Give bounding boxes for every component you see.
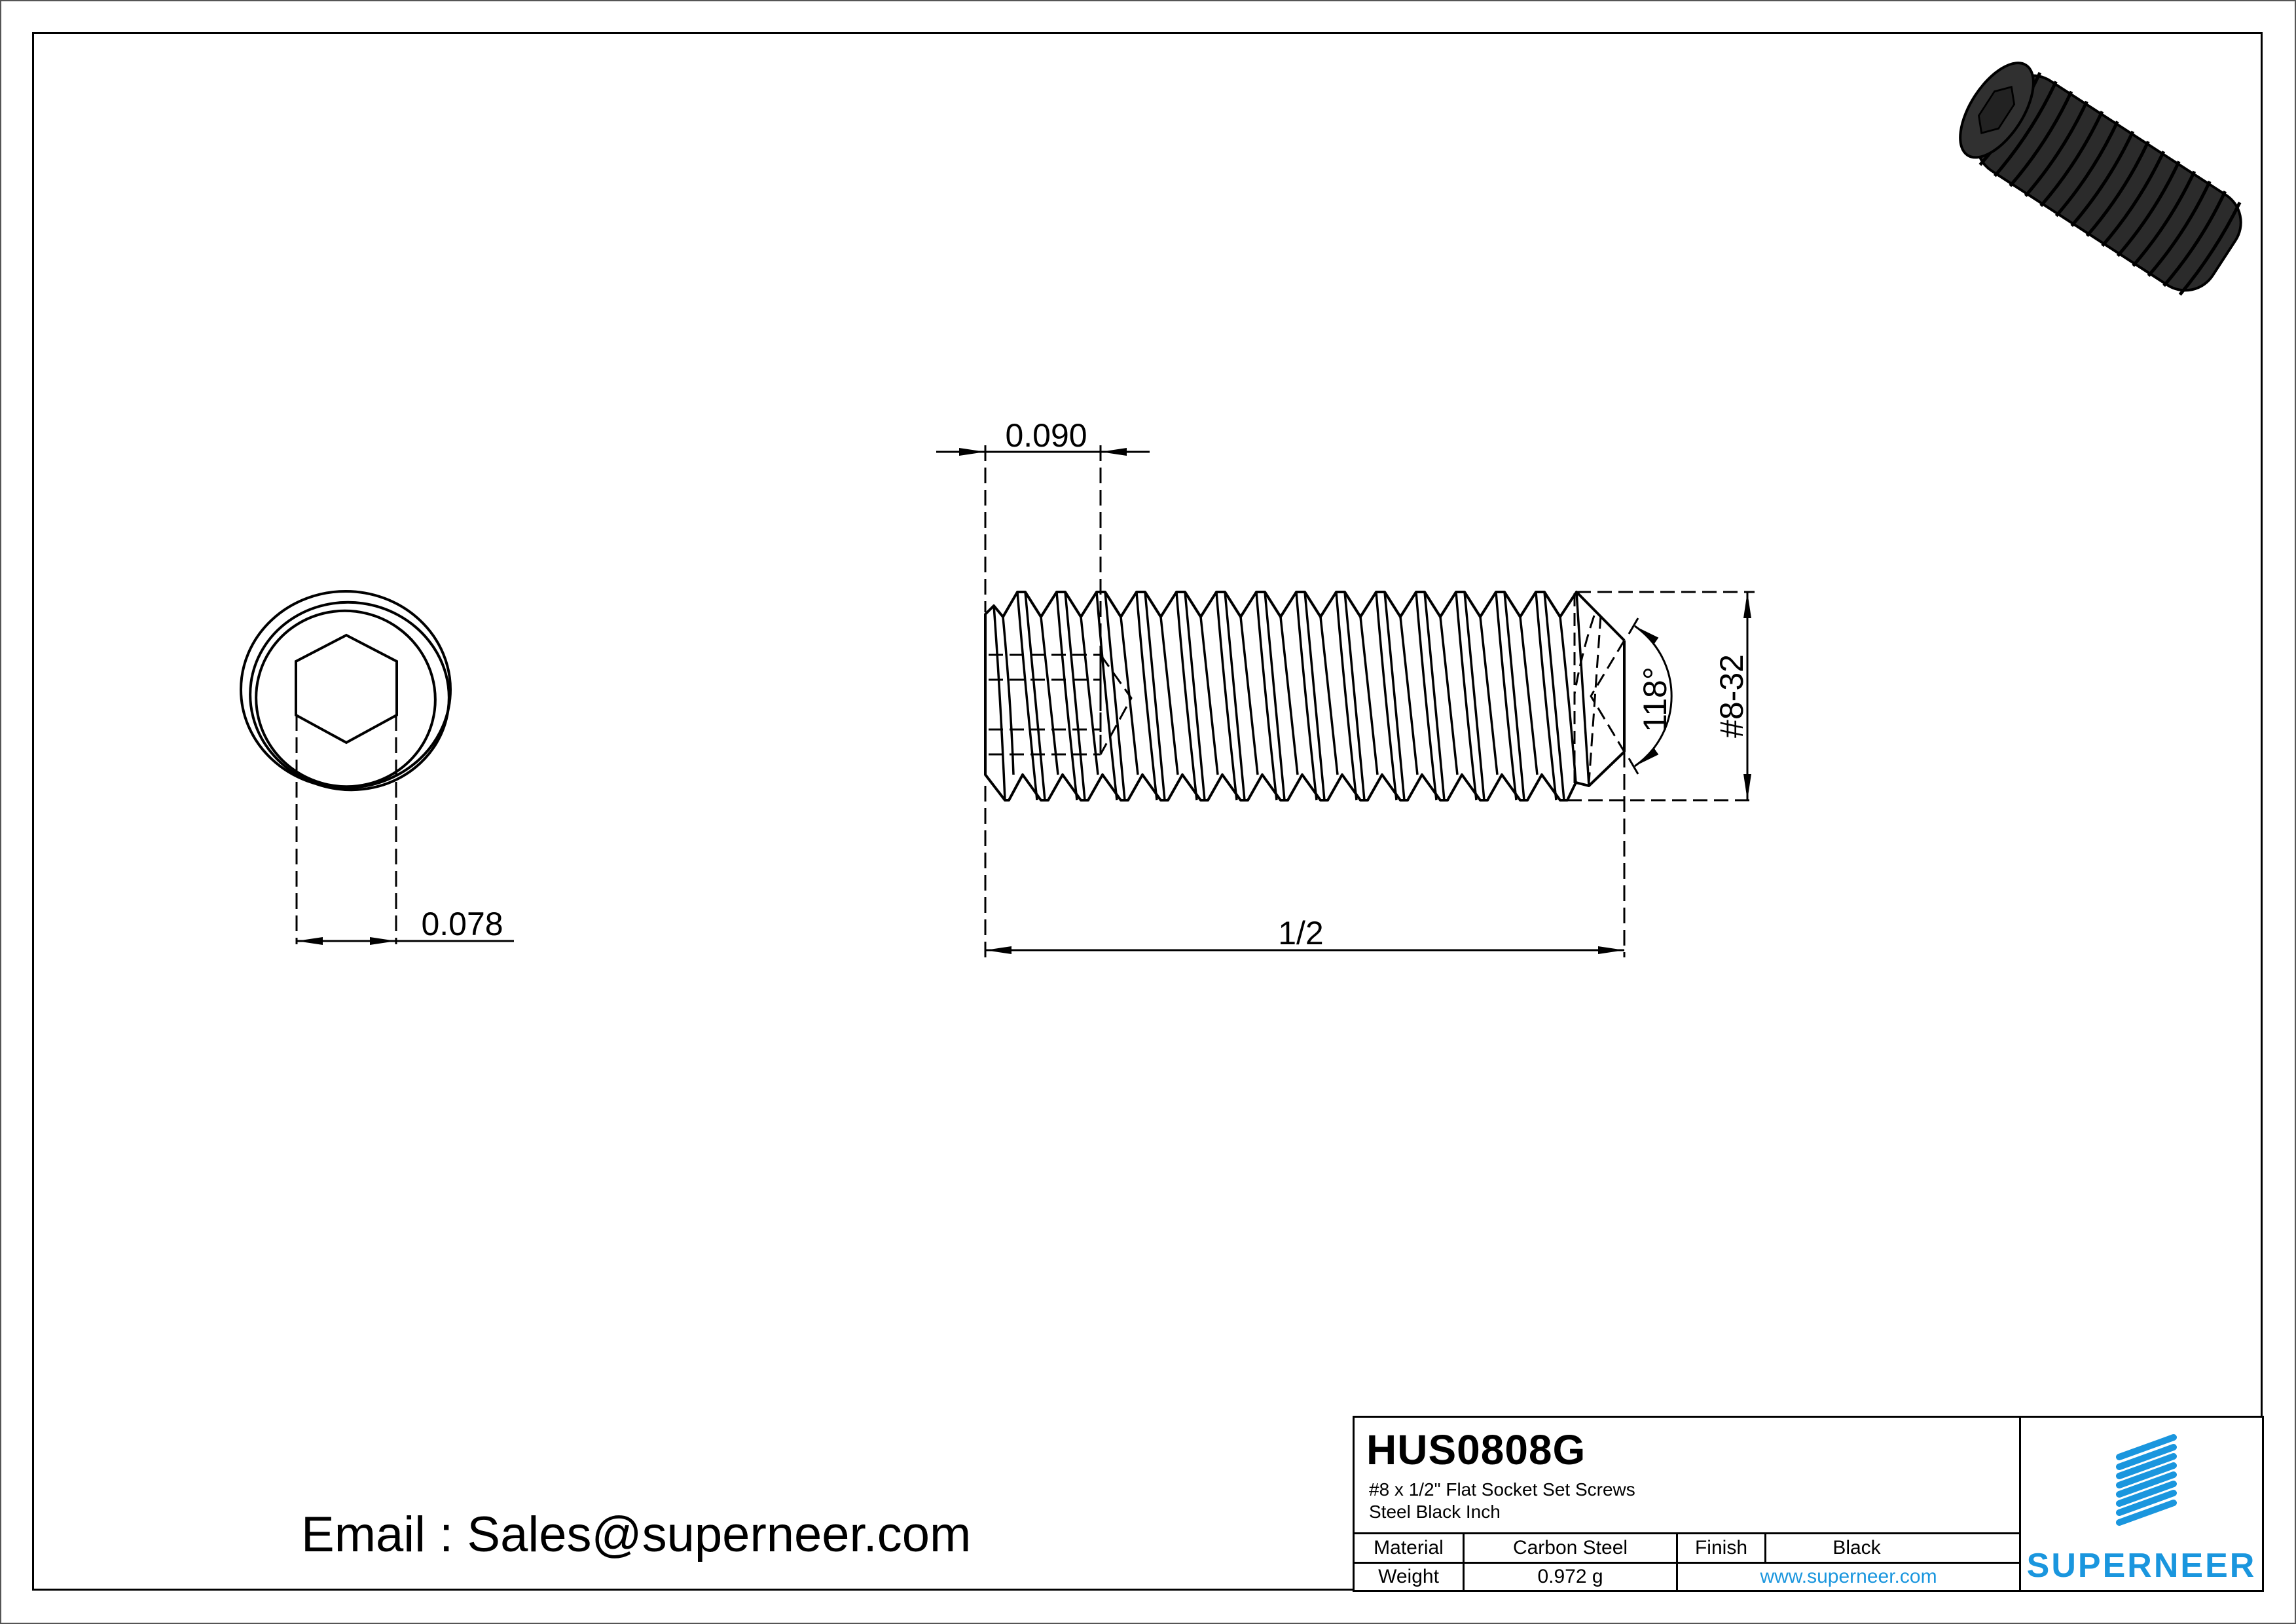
material-finish-row: Material Carbon Steel Finish Black [1355,1534,2019,1564]
drawing-frame [32,32,2263,1591]
isometric-render [1959,62,2242,296]
brand-name: SUPERNEER [2026,1547,2257,1585]
inner-thread-circle [255,609,437,788]
superneer-logo-icon [2116,1434,2177,1526]
hex-socket-icon [295,633,398,745]
finish-label: Finish [1676,1534,1764,1562]
hex-size-dimension [295,715,514,945]
length-dimension [984,752,1626,957]
material-label: Material [1374,1537,1444,1559]
cone-angle-dimension [1628,618,1673,775]
part-description-sub: Steel Black Inch [1369,1502,1501,1522]
title-block-info: HUS0808G #8 x 1/2" Flat Socket Set Screw… [1355,1418,2019,1590]
finish-value: Black [1764,1534,2019,1562]
thread-size-label: #8-32 [1713,654,1750,738]
website-link[interactable]: www.superneer.com [1676,1564,2019,1590]
contact-email[interactable]: Email : Sales@superneer.com [301,1507,972,1562]
cone-angle-label: 118° [1637,667,1673,732]
thread-top-profile [984,591,1626,642]
thread-size-dimension [1567,591,1755,802]
title-block-header: HUS0808G #8 x 1/2" Flat Socket Set Screw… [1355,1418,2019,1534]
iso-hex-socket-icon [1977,85,2016,134]
socket-end-view [240,590,452,792]
thread-helix-lines [993,591,1590,801]
part-number: HUS0808G [1366,1426,1586,1473]
length-label: 1/2 [1278,915,1324,951]
material-value: Carbon Steel [1463,1534,1676,1562]
outer-thread-circle [240,590,452,789]
hex-size-label: 0.078 [421,906,503,942]
weight-label: Weight [1378,1566,1439,1587]
part-description: #8 x 1/2" Flat Socket Set Screws [1369,1479,1635,1500]
socket-depth-dimension [936,445,1150,754]
hidden-cone-lines [1573,593,1626,786]
thread-side-view [984,591,1626,802]
thread-crest-circle [249,600,450,792]
socket-depth-label: 0.090 [1005,417,1087,454]
thread-bottom-profile [984,750,1626,802]
brand-logo-block: SUPERNEER [2019,1418,2262,1590]
title-block: HUS0808G #8 x 1/2" Flat Socket Set Screw… [1353,1416,2264,1592]
weight-value: 0.972 g [1463,1564,1676,1590]
weight-row: Weight 0.972 g www.superneer.com [1355,1564,2019,1590]
